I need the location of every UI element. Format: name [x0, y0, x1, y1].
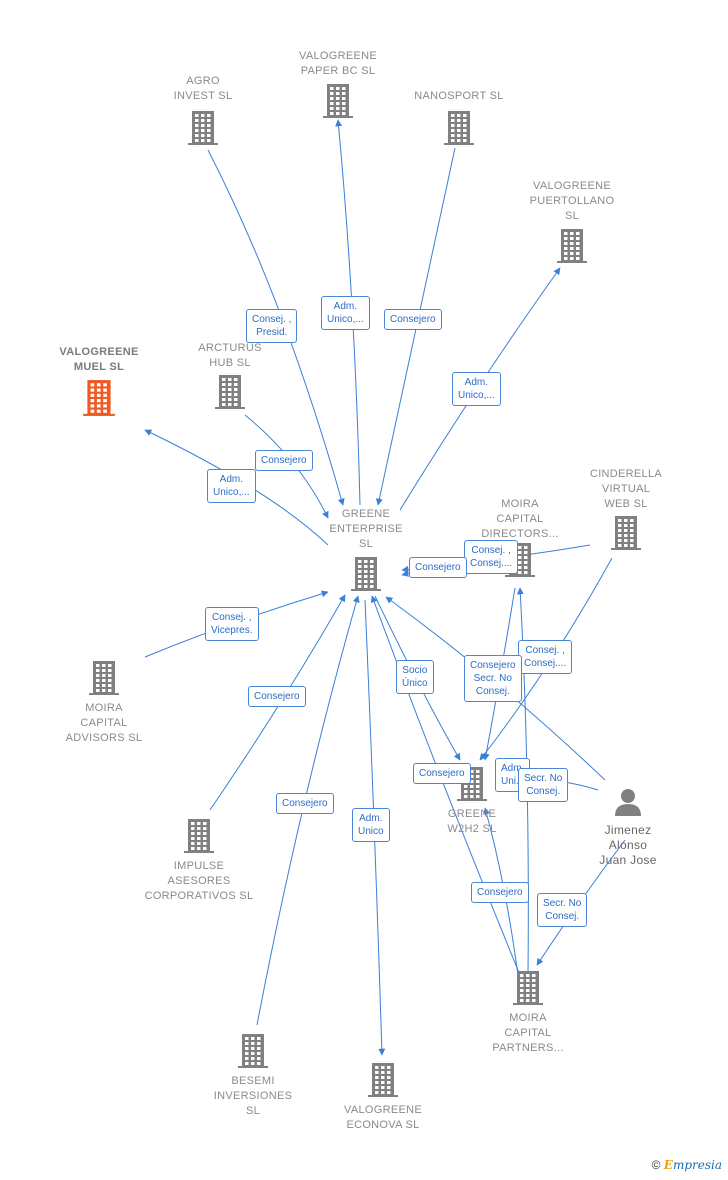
relation-label[interactable]: Socio Único — [396, 660, 434, 694]
node-label: CINDERELLA VIRTUAL WEB SL — [589, 468, 663, 510]
node-label: IMPULSE ASESORES CORPORATIVOS SL — [144, 860, 254, 902]
building-icon — [238, 1034, 268, 1068]
brand-initial: E — [663, 1158, 673, 1172]
node-greene-enterprise[interactable]: GREENE ENTERPRISE SL — [316, 507, 416, 597]
relation-label[interactable]: Consejero — [471, 882, 529, 903]
node-label: GREENE ENTERPRISE SL — [329, 508, 403, 550]
node-greene-w2h2[interactable]: GREENE W2H2 SL — [426, 766, 518, 837]
relation-label[interactable]: Consej. , Consej.... — [518, 640, 573, 674]
node-label: GREENE W2H2 SL — [447, 808, 497, 835]
node-cinderella-virtual[interactable]: CINDERELLA VIRTUAL WEB SL — [576, 467, 676, 556]
building-icon — [323, 84, 353, 118]
relation-label[interactable]: Adm. Unico,... — [321, 296, 370, 330]
node-label: ARCTURUS HUB SL — [198, 342, 262, 369]
node-label: AGRO INVEST SL — [173, 75, 233, 102]
building-icon — [513, 971, 543, 1005]
brand-logo: Empresia — [664, 1158, 722, 1172]
building-icon — [89, 661, 119, 695]
building-icon — [83, 380, 115, 416]
node-nanosport[interactable]: NANOSPORT SL — [404, 89, 514, 151]
building-icon — [215, 375, 245, 409]
brand-rest: mpresia — [672, 1158, 722, 1172]
relation-label[interactable]: Consej. , Presid. — [246, 309, 298, 343]
building-icon — [557, 229, 587, 263]
node-label: BESEMI INVERSIONES SL — [213, 1075, 293, 1117]
node-label: NANOSPORT SL — [414, 90, 504, 102]
relation-label[interactable]: Consejero — [255, 450, 313, 471]
node-label: MOIRA CAPITAL ADVISORS SL — [65, 702, 143, 744]
relation-label[interactable]: Adm. Unico,... — [452, 372, 501, 406]
node-label: MOIRA CAPITAL PARTNERS... — [492, 1012, 564, 1054]
node-jimenez-alonso[interactable]: Jimenez Alonso Juan Jose — [588, 786, 668, 868]
relation-label[interactable]: Adm. Unico,... — [207, 469, 256, 503]
node-agro-invest[interactable]: AGRO INVEST SL — [163, 74, 243, 151]
node-label: VALOGREENE ECONOVA SL — [344, 1104, 422, 1131]
relation-label[interactable]: Consejero — [384, 309, 442, 330]
building-icon — [368, 1063, 398, 1097]
node-valogreene-paper[interactable]: VALOGREENE PAPER BC SL — [288, 49, 388, 124]
person-icon — [615, 789, 641, 816]
relation-label[interactable]: Consejero Secr. No Consej. — [464, 655, 522, 702]
relation-label[interactable]: Consejero — [276, 793, 334, 814]
building-icon — [188, 111, 218, 145]
node-moira-capital-partners[interactable]: MOIRA CAPITAL PARTNERS... — [478, 970, 578, 1056]
node-impulse-asesores[interactable]: IMPULSE ASESORES CORPORATIVOS SL — [137, 818, 261, 904]
relation-label[interactable]: Consej. , Vicepres. — [205, 607, 259, 641]
relation-label[interactable]: Consejero — [409, 557, 467, 578]
node-valogreene-muel[interactable]: VALOGREENE MUEL SL — [44, 345, 154, 422]
node-label: VALOGREENE PAPER BC SL — [299, 50, 377, 77]
relation-label[interactable]: Consej. , Consej.... — [464, 540, 519, 574]
copyright-symbol: © — [651, 1158, 661, 1172]
node-label: VALOGREENE MUEL SL — [59, 346, 139, 373]
node-label: Jimenez Alonso Juan Jose — [599, 823, 657, 867]
node-label: VALOGREENE PUERTOLLANO SL — [529, 180, 615, 222]
node-moira-capital-advisors[interactable]: MOIRA CAPITAL ADVISORS SL — [54, 660, 154, 746]
building-icon — [351, 557, 381, 591]
relation-label[interactable]: Consejero — [248, 686, 306, 707]
node-arcturus-hub[interactable]: ARCTURUS HUB SL — [184, 341, 276, 415]
node-valogreene-puertollano[interactable]: VALOGREENE PUERTOLLANO SL — [522, 179, 622, 269]
node-label: MOIRA CAPITAL DIRECTORS... — [481, 498, 559, 540]
node-besemi-inversiones[interactable]: BESEMI INVERSIONES SL — [205, 1033, 301, 1119]
relation-label[interactable]: Secr. No Consej. — [518, 768, 569, 802]
relation-label[interactable]: Secr. No Consej. — [537, 893, 588, 927]
relation-label[interactable]: Adm. Unico — [352, 808, 390, 842]
node-valogreene-econova[interactable]: VALOGREENE ECONOVA SL — [333, 1062, 433, 1133]
building-icon — [444, 111, 474, 145]
building-icon — [184, 819, 214, 853]
footer-brand: © Empresia — [652, 1158, 722, 1172]
relation-label[interactable]: Consejero — [413, 763, 471, 784]
building-icon — [611, 516, 641, 550]
